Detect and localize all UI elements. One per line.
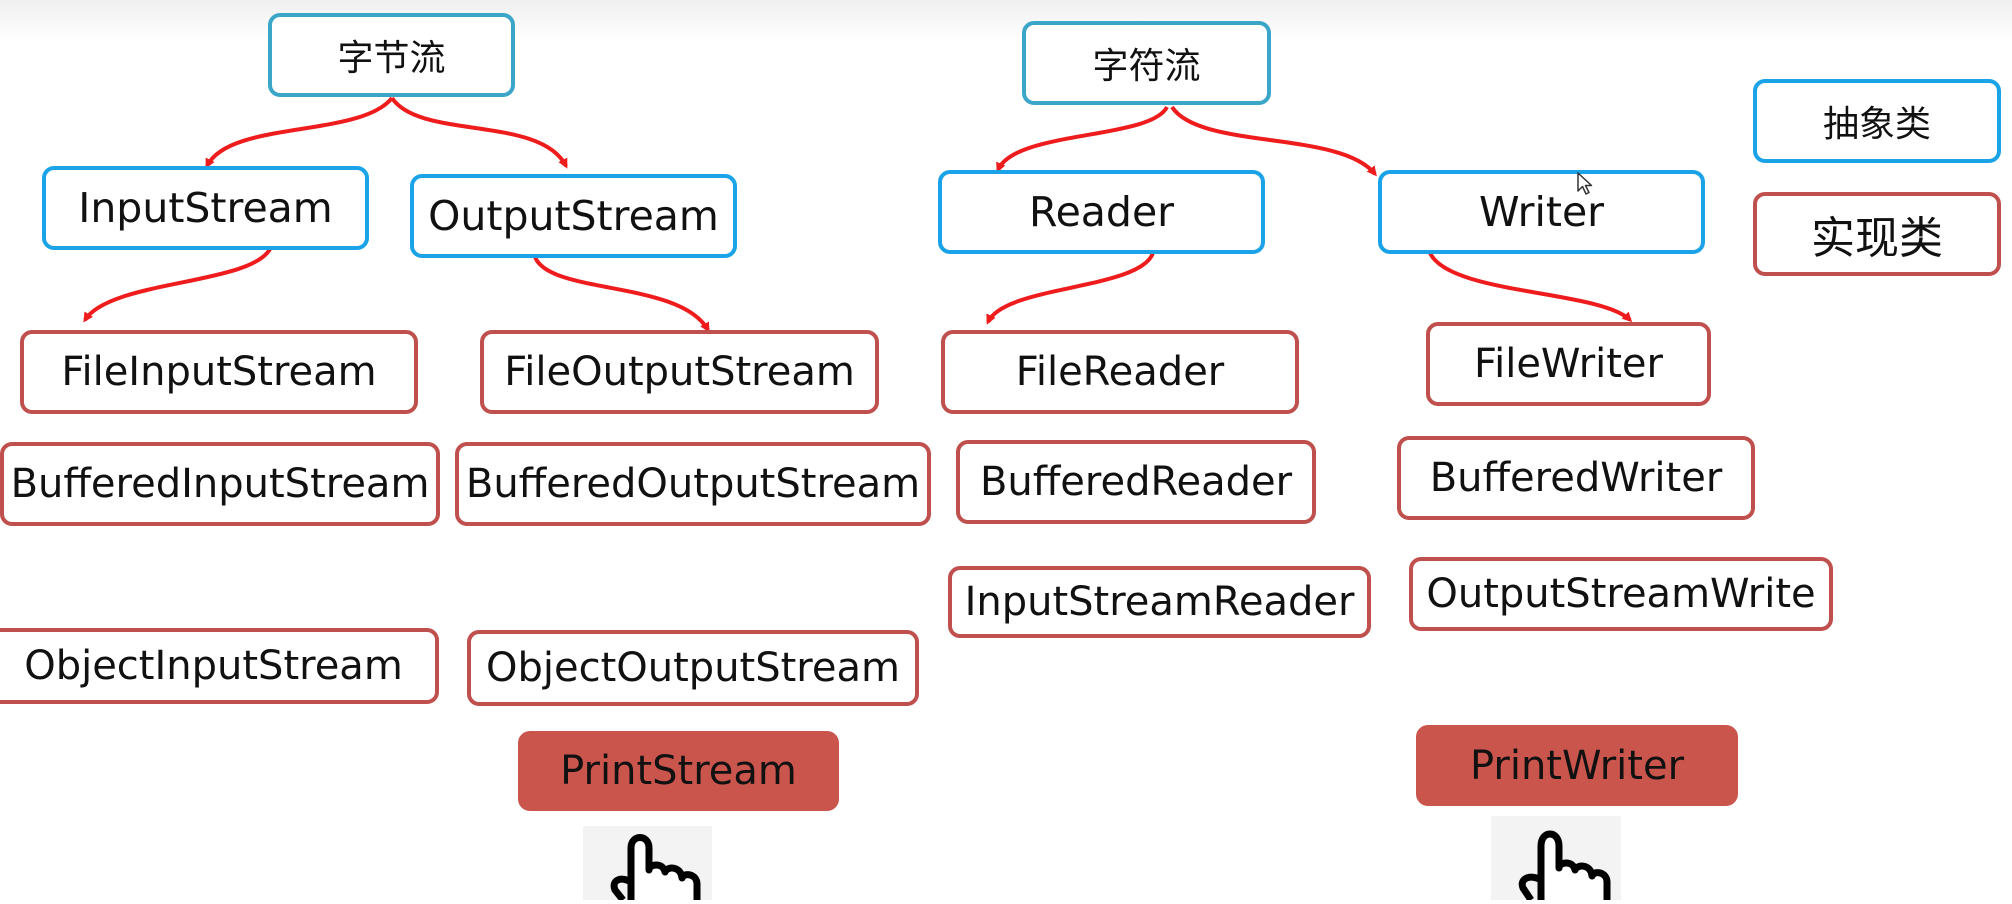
buffered-reader-box: BufferedReader bbox=[956, 440, 1316, 524]
file-input-stream-box: FileInputStream bbox=[20, 330, 418, 414]
legend-abstract-class: 抽象类 bbox=[1753, 79, 2001, 163]
file-writer-box: FileWriter bbox=[1426, 322, 1711, 406]
output-stream-write-box: OutputStreamWrite bbox=[1409, 557, 1833, 631]
byte-stream-title: 字节流 bbox=[268, 13, 515, 97]
char-stream-title: 字符流 bbox=[1022, 21, 1271, 105]
arrow-char-to-writer bbox=[1170, 105, 1377, 177]
output-stream-box: OutputStream bbox=[410, 174, 737, 258]
file-output-stream-box: FileOutputStream bbox=[480, 330, 879, 414]
input-stream-reader-box: InputStreamReader bbox=[948, 566, 1371, 638]
reader-box: Reader bbox=[938, 170, 1265, 254]
object-input-stream-box: ObjectInputStream bbox=[0, 628, 439, 704]
file-reader-box: FileReader bbox=[941, 330, 1299, 414]
arrow-input-to-fileinput bbox=[83, 247, 272, 323]
arrow-reader-to-filereader bbox=[986, 252, 1155, 325]
object-output-stream-box: ObjectOutputStream bbox=[467, 630, 919, 706]
arrow-writer-to-filewriter bbox=[1428, 251, 1633, 323]
arrow-output-to-fileoutput bbox=[533, 256, 710, 333]
mouse-cursor-icon bbox=[1577, 172, 1593, 195]
buffered-output-stream-box: BufferedOutputStream bbox=[455, 442, 931, 526]
print-stream-box: PrintStream bbox=[518, 731, 839, 811]
legend-implementation-class: 实现类 bbox=[1753, 192, 2001, 276]
writer-box: Writer bbox=[1378, 170, 1705, 254]
hand-pointer-icon bbox=[1491, 816, 1621, 902]
buffered-input-stream-box: BufferedInputStream bbox=[0, 442, 440, 526]
buffered-writer-box: BufferedWriter bbox=[1397, 436, 1755, 520]
arrow-char-to-reader bbox=[996, 105, 1169, 173]
arrow-byte-to-input bbox=[205, 96, 394, 169]
print-writer-box: PrintWriter bbox=[1416, 725, 1738, 806]
hand-pointer-icon bbox=[583, 826, 712, 903]
input-stream-box: InputStream bbox=[42, 166, 369, 250]
arrow-byte-to-output bbox=[390, 96, 568, 169]
